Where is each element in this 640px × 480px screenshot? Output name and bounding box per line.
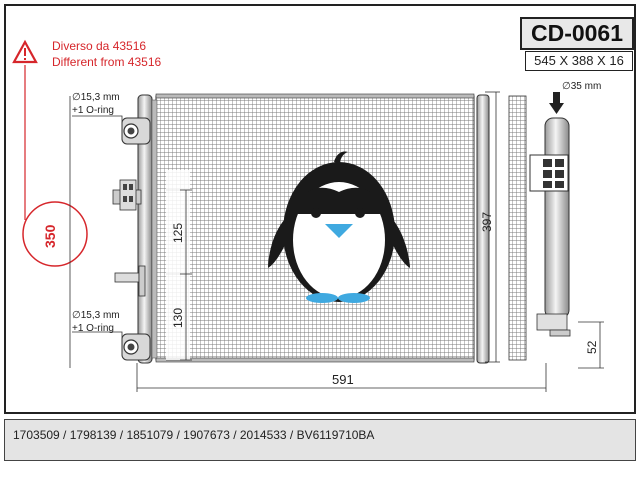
warning-triangle-icon [12,39,38,64]
width-label: 591 [332,372,354,387]
mounting-pin [114,265,146,297]
height-label: 397 [480,212,494,232]
dryer-diameter: ∅35 mm [562,81,601,92]
top-port-diameter: ∅15,3 mm [72,92,120,103]
lower-offset-label: 130 [171,308,185,328]
penguin-logo [268,151,410,303]
mounting-bracket [112,179,142,211]
warning-text-it: Diverso da 43516 [52,39,146,53]
bottom-port-fitting [121,333,151,361]
product-dimensions: 545 X 388 X 16 [525,51,633,71]
warning-circle [22,201,88,267]
warning-value: 350 [42,224,58,248]
side-view-core [508,95,527,361]
arrow-down-icon [549,92,564,114]
upper-offset-label: 125 [171,223,185,243]
receiver-dryer [529,117,571,337]
bottom-port-oring: +1 O-ring [72,323,114,334]
warning-text-en: Different from 43516 [52,55,161,69]
bottom-port-diameter: ∅15,3 mm [72,310,120,321]
reference-numbers: 1703509 / 1798139 / 1851079 / 1907673 / … [13,428,375,442]
top-port-fitting [121,117,151,145]
dryer-bottom-label: 52 [585,340,599,354]
product-code: CD-0061 [520,17,634,50]
top-port-oring: +1 O-ring [72,105,114,116]
reference-bar: 1703509 / 1798139 / 1851079 / 1907673 / … [4,419,636,461]
right-tank [476,94,490,364]
